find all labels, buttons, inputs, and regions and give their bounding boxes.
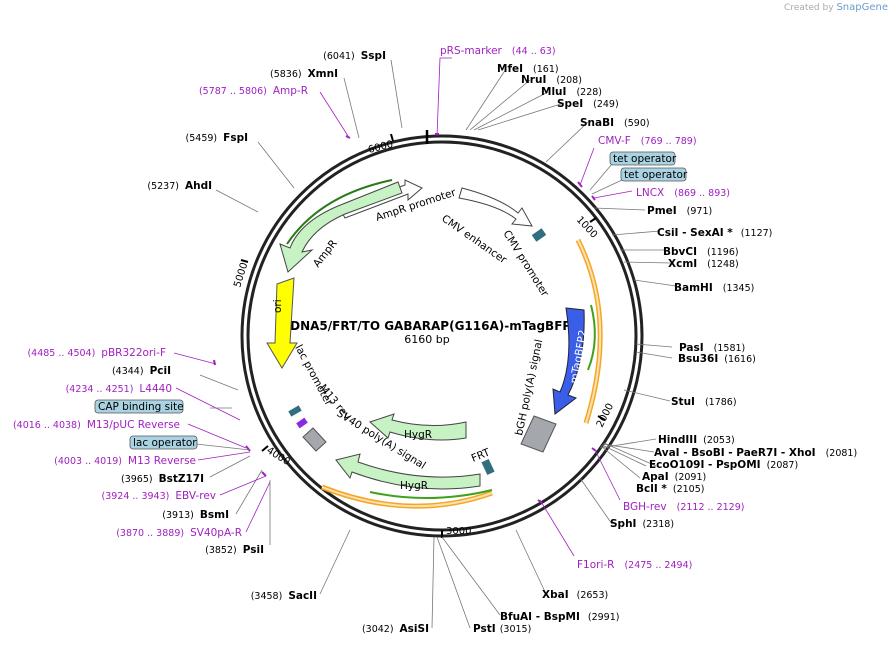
lac-operator: lac operator — [129, 435, 198, 450]
enzyme-mlui: MluI(228) — [541, 86, 602, 98]
plasmid-length: 6160 bp — [404, 333, 449, 346]
primer-f1ori-r: F1ori-R(2475 .. 2494) — [577, 559, 692, 571]
snapgene-credit: Created by SnapGene — [784, 2, 888, 13]
bgh-polya-box — [520, 415, 557, 453]
hygr-arrow-inner — [369, 413, 467, 441]
enzyme-bsmi: (3913)BsmI — [162, 509, 229, 521]
orange-band-bottom-inner — [321, 486, 493, 508]
m13-box — [296, 417, 308, 429]
svg-text:CAP binding site: CAP binding site — [98, 401, 184, 413]
enzyme-xmni: (5836)XmnI — [270, 68, 338, 80]
enzyme-bamhi: BamHI(1345) — [674, 282, 754, 294]
enzyme-hindiii: HindIII(2053) — [658, 434, 735, 446]
green-arc-bottom — [369, 489, 493, 499]
primer-m13-puc-reverse: (4016 .. 4038)M13/pUC Reverse — [13, 419, 180, 431]
enzyme-leader-lines — [199, 59, 677, 629]
hygr-label-inner: HygR — [404, 429, 432, 441]
cmv-promoter-box — [531, 228, 547, 242]
tick-1000: 1000 — [574, 215, 599, 241]
ori-label: ori — [272, 299, 284, 313]
enzyme-fspi: (5459)FspI — [186, 132, 248, 144]
enzyme-pasi: PasI(1581) — [679, 342, 745, 354]
primer-sv40pa-r: (3870 .. 3889)SV40pA-R — [116, 527, 242, 539]
snapgene-logo: SnapGene — [836, 2, 888, 13]
enzyme-snabi: SnaBI(590) — [580, 117, 650, 129]
primer-lncx: LNCX(869 .. 893) — [636, 187, 730, 199]
primer-bgh-rev: BGH-rev(2112 .. 2129) — [623, 501, 744, 513]
primer-labels: pRS-marker(44 .. 63) (5787 .. 5806)Amp-R… — [13, 45, 745, 571]
enzyme-sphi: SphI(2318) — [610, 518, 674, 530]
ori-arrow — [266, 277, 298, 369]
tet-operator-1: tet operator — [609, 151, 677, 166]
enzyme-psii: (3852)PsiI — [205, 544, 264, 556]
hygr-label-outer: HygR — [400, 480, 428, 492]
enzyme-sacii: (3458)SacII — [251, 590, 317, 602]
enzyme-pcii: (4344)PciI — [112, 365, 171, 377]
svg-text:tet operator: tet operator — [624, 169, 688, 181]
orange-band-right-inner — [577, 239, 602, 424]
enzyme-asisi: (3042)AsiSI — [362, 623, 429, 635]
enzyme-xbai: XbaI(2653) — [542, 589, 608, 601]
enzyme-csii: CsiI - SexAI *(1127) — [657, 227, 772, 239]
tick-3000: 3000 — [441, 526, 471, 538]
green-arc-right — [587, 304, 596, 371]
credit-prefix: Created by — [784, 3, 834, 13]
cmv-enhancer-label: CMV enhancer — [439, 213, 509, 267]
enzyme-pmei: PmeI(971) — [647, 205, 712, 217]
mtagbfp2-arrow — [552, 307, 585, 415]
primer-m13-reverse: (4003 .. 4019)M13 Reverse — [54, 455, 196, 467]
enzyme-bstz17i: (3965)BstZ17I — [121, 473, 204, 485]
enzyme-bsu36i: Bsu36I(1616) — [678, 353, 756, 365]
enzyme-avai: AvaI - BsoBI - PaeR7I - XhoI(2081) — [654, 447, 857, 459]
enzyme-labels: (6041)SspI (5836)XmnI (5459)FspI (5237)A… — [112, 50, 857, 635]
cmv-enhancer-arrow — [458, 187, 533, 227]
enzyme-stui: StuI(1786) — [671, 396, 737, 408]
enzyme-psti: PstI(3015) — [473, 623, 531, 635]
tick-4000: 4000 — [261, 445, 292, 468]
enzyme-bcli: BclI *(2105) — [636, 483, 704, 495]
primer-pbr322ori-f: (4485 .. 4504)pBR322ori-F — [27, 347, 166, 359]
enzyme-spei: SpeI(249) — [557, 98, 619, 110]
svg-text:tet operator: tet operator — [613, 153, 677, 165]
primer-prs-marker: pRS-marker(44 .. 63) — [440, 45, 556, 57]
boxed-labels: tet operator tet operator CAP binding si… — [94, 151, 688, 451]
hygr-arrow-outer — [335, 453, 481, 490]
tet-operator-2: tet operator — [620, 167, 688, 182]
ampr-arrow — [279, 181, 403, 273]
lac-operator-box — [288, 405, 302, 417]
primer-amp-r: (5787 .. 5806)Amp-R — [199, 85, 308, 97]
enzyme-apai: ApaI(2091) — [642, 471, 706, 483]
plasmid-name: pcDNA5/FRT/TO GABARAP(G116A)-mTagBFP2 — [274, 319, 579, 333]
tick-6000: 6000 — [367, 133, 394, 156]
primer-ebv-rev: (3924 .. 3943)EBV-rev — [102, 490, 217, 502]
enzyme-mfei: MfeI(161) — [497, 63, 559, 75]
enzyme-nrui: NruI(208) — [521, 74, 582, 86]
enzyme-ecoo109i: EcoO109I - PspOMI(2087) — [649, 459, 798, 471]
svg-text:lac operator: lac operator — [133, 437, 197, 449]
cmv-promoter-label: CMV promoter — [500, 228, 551, 299]
ampr-label: AmpR — [311, 238, 340, 270]
enzyme-ahdi: (5237)AhdI — [147, 180, 212, 192]
svg-text:3000: 3000 — [446, 526, 471, 537]
enzyme-xcmi: XcmI(1248) — [668, 258, 739, 270]
enzyme-bfuai: BfuAI - BspMI(2991) — [500, 611, 619, 623]
cap-binding-site: CAP binding site — [94, 399, 184, 414]
primer-l4440: (4234 .. 4251)L4440 — [66, 383, 172, 395]
ampr-cds-line — [286, 179, 393, 245]
frt-box — [481, 458, 495, 476]
primer-cmv-f: CMV-F(769 .. 789) — [598, 135, 697, 147]
enzyme-bbvci: BbvCI(1196) — [663, 246, 739, 258]
enzyme-sspi: (6041)SspI — [323, 50, 386, 62]
primer-leader-lines — [173, 57, 633, 557]
sv40-polya-box — [302, 427, 327, 452]
